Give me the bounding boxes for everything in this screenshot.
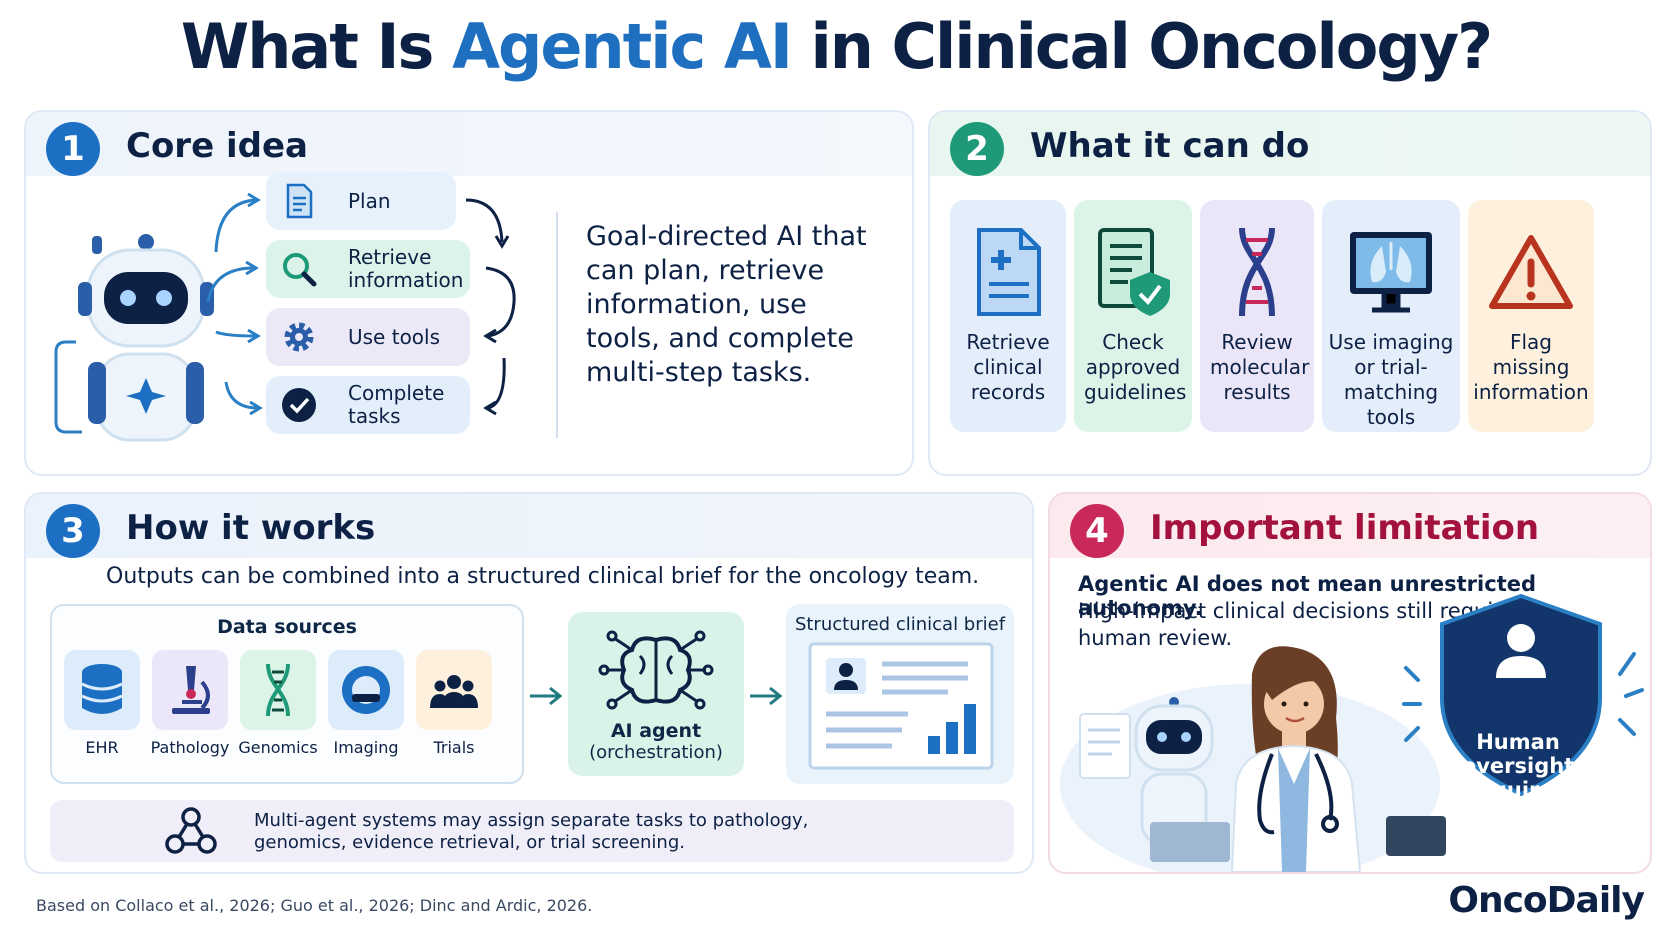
limitation-text: High-impact clinical decisions still req… <box>1078 599 1515 650</box>
panel-header: 4 Important limitation <box>1050 494 1650 558</box>
multi-agent-note: Multi-agent systems may assign separate … <box>50 800 1014 862</box>
capability-imaging-tools: Use imaging or trial-matching tools <box>1322 200 1460 432</box>
source-ehr <box>64 650 140 730</box>
arrow-right-icon <box>750 686 783 706</box>
limitation-bold-text: Agentic AI does not mean unrestricted au… <box>1078 572 1537 620</box>
ai-agent-label: AI agent <box>610 720 702 742</box>
ai-agent-sublabel: (orchestration) <box>589 742 723 763</box>
panel-header: 2 What it can do <box>930 112 1650 176</box>
guideline-shield-icon <box>1098 228 1170 316</box>
panel-number: 3 <box>46 504 100 558</box>
panel-title: Core idea <box>126 126 308 166</box>
ai-agent-box: AI agent (orchestration) <box>568 612 744 776</box>
panel-title: How it works <box>126 508 376 548</box>
capability-flag-missing: Flag missing information <box>1468 200 1594 432</box>
source-genomics <box>240 650 316 730</box>
capability-check-guidelines: Check approved guidelines <box>1074 200 1192 432</box>
medical-record-icon <box>977 228 1041 316</box>
divider <box>556 212 558 438</box>
data-sources-title: Data sources <box>217 616 357 638</box>
capability-retrieve-records: Retrieve clinical records <box>950 200 1066 432</box>
how-it-works-panel: 3 How it works Outputs can be combined i… <box>24 492 1034 874</box>
source-trials <box>416 650 492 730</box>
clinical-brief-title: Structured clinical brief <box>794 614 1006 635</box>
human-oversight-shield-icon <box>1440 593 1602 797</box>
panel-number: 1 <box>46 122 100 176</box>
page-title: What Is Agentic AI in Clinical Oncology? <box>180 10 1493 83</box>
how-it-works-subtitle: Outputs can be combined into a structure… <box>106 564 980 589</box>
clinical-brief-document-icon <box>808 642 994 770</box>
people-group-icon <box>430 675 478 708</box>
limitation-panel: 4 Important limitation Agentic AI does n… <box>1048 492 1652 874</box>
core-idea-panel: 1 Core idea <box>24 110 914 476</box>
brain-network-icon <box>598 630 714 710</box>
multi-agent-text: Multi-agent systems may assign separate … <box>254 810 809 853</box>
warning-icon <box>1489 235 1573 309</box>
microscope-icon <box>172 666 210 714</box>
panel-title: Important limitation <box>1150 508 1540 548</box>
panel-title: What it can do <box>1030 126 1310 166</box>
panel-header: 3 How it works <box>26 494 1032 558</box>
step-complete: Complete tasks <box>266 376 470 434</box>
robot-icon <box>54 234 214 442</box>
data-sources-box: Data sources EHR Pathology <box>50 604 524 784</box>
reference-footer: Based on Collaco et al., 2026; Guo et al… <box>36 896 593 915</box>
panel-number: 2 <box>950 122 1004 176</box>
network-nodes-icon <box>165 807 217 854</box>
robot-and-doctor-illustration <box>1060 646 1446 872</box>
emphasis-lines <box>1402 652 1644 742</box>
imaging-monitor-icon <box>1350 232 1432 313</box>
dna-icon <box>266 663 290 717</box>
source-imaging <box>328 650 404 730</box>
capabilities-panel: 2 What it can do Retrieve clinical recor… <box>928 110 1652 476</box>
dna-icon <box>1239 227 1275 317</box>
step-use-tools: Use tools <box>266 308 470 366</box>
arrow-right-icon <box>530 686 563 706</box>
search-icon <box>283 253 317 287</box>
gear-icon <box>284 322 314 352</box>
document-icon <box>286 183 313 219</box>
capability-review-molecular: Review molecular results <box>1200 200 1314 432</box>
step-plan: Plan <box>266 172 456 230</box>
mri-scanner-icon <box>342 666 390 714</box>
flow-arrows <box>206 192 516 416</box>
database-icon <box>81 664 123 714</box>
check-circle-icon <box>282 388 316 422</box>
panel-header: 1 Core idea <box>26 112 912 176</box>
step-retrieve: Retrieve information <box>266 240 470 298</box>
panel-number: 4 <box>1070 504 1124 558</box>
human-oversight-label: Human oversight required <box>1461 730 1575 802</box>
core-idea-description: Goal-directed AI that can plan, retrieve… <box>586 221 867 388</box>
title-accent: Agentic AI <box>452 10 793 83</box>
source-pathology <box>152 650 228 730</box>
brand-logo: OncoDaily <box>1448 880 1645 921</box>
clinical-brief-box: Structured clinical brief <box>786 604 1014 784</box>
